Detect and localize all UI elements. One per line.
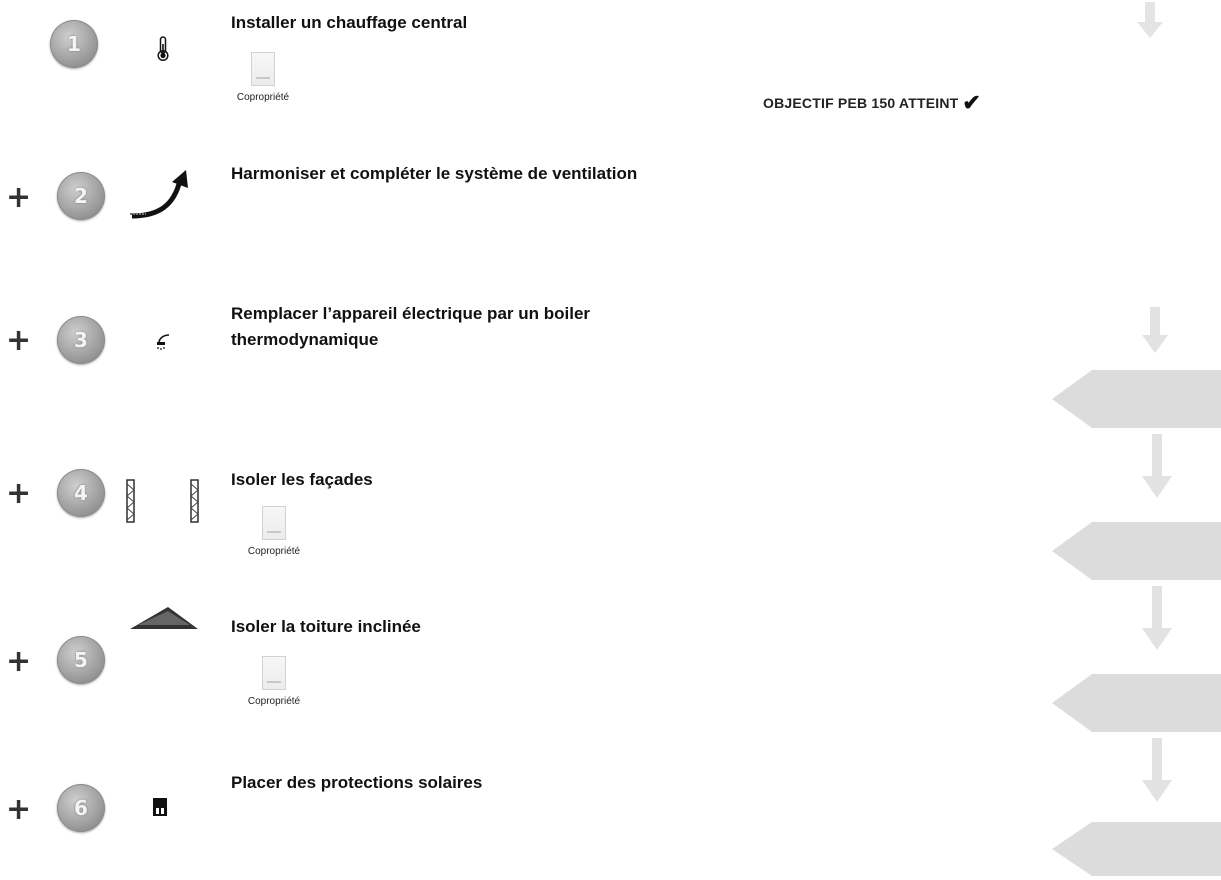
step-1-badge: 1 bbox=[50, 20, 98, 68]
step-1-number: 1 bbox=[67, 32, 81, 56]
step-6-title: Placer des protections solaires bbox=[231, 773, 483, 792]
ventilation-icon bbox=[130, 170, 188, 219]
step-3-title-line-1: Remplacer l’appareil électrique par un b… bbox=[231, 304, 591, 323]
step-5-number: 5 bbox=[74, 648, 88, 672]
faded-down-arrow-icon bbox=[1137, 2, 1163, 38]
step-4-ownership: Copropriété bbox=[229, 506, 319, 557]
faded-down-arrow-icon bbox=[1142, 586, 1172, 650]
step-1-ownership: Copropriété bbox=[218, 52, 308, 103]
document-icon bbox=[262, 506, 286, 540]
step-2-title: Harmoniser et compléter le système de ve… bbox=[231, 164, 638, 183]
step-3-badge: 3 bbox=[57, 316, 105, 364]
objective-text: OBJECTIF PEB 150 ATTEINT bbox=[763, 95, 959, 111]
shower-icon bbox=[157, 334, 170, 350]
faded-rating-arrow-icon bbox=[1052, 822, 1221, 876]
step-4-ownership-label: Copropriété bbox=[247, 546, 301, 557]
step-2-badge: 2 bbox=[57, 172, 105, 220]
faded-rating-arrow-icon bbox=[1052, 370, 1221, 428]
step-5-badge: 5 bbox=[57, 636, 105, 684]
step-3-number: 3 bbox=[74, 328, 88, 352]
wall-insulation-icon bbox=[126, 479, 199, 523]
step-2-plus: + bbox=[6, 180, 32, 215]
step-6-number: 6 bbox=[74, 796, 88, 820]
faded-rating-arrow-icon bbox=[1052, 522, 1221, 580]
step-1-ownership-label: Copropriété bbox=[236, 92, 290, 103]
thermometer-icon bbox=[157, 36, 169, 62]
step-3-plus: + bbox=[6, 323, 32, 358]
step-5-ownership-label: Copropriété bbox=[247, 696, 301, 707]
document-icon bbox=[251, 52, 275, 86]
step-5-plus: + bbox=[6, 644, 32, 679]
step-4-plus: + bbox=[6, 476, 32, 511]
step-1-title: Installer un chauffage central bbox=[231, 13, 468, 32]
window-shade-icon bbox=[153, 798, 167, 816]
faded-down-arrow-icon bbox=[1142, 434, 1172, 498]
faded-down-arrow-icon bbox=[1142, 307, 1168, 353]
checkmark-icon: ✔ bbox=[962, 90, 982, 115]
step-6-plus: + bbox=[6, 792, 32, 827]
step-6-badge: 6 bbox=[57, 784, 105, 832]
step-4-badge: 4 bbox=[57, 469, 105, 517]
step-3-title-line-2: thermodynamique bbox=[231, 330, 379, 349]
faded-rating-arrow-icon bbox=[1052, 674, 1221, 732]
step-4-number: 4 bbox=[74, 481, 88, 505]
faded-down-arrow-icon bbox=[1142, 738, 1172, 802]
step-5-ownership: Copropriété bbox=[229, 656, 319, 707]
step-3-title: Remplacer l’appareil électrique par un b… bbox=[231, 301, 590, 353]
roof-icon bbox=[130, 607, 198, 629]
step-2-number: 2 bbox=[74, 184, 88, 208]
document-icon bbox=[262, 656, 286, 690]
step-5-title: Isoler la toiture inclinée bbox=[231, 617, 421, 636]
objective-status: OBJECTIF PEB 150 ATTEINT✔ bbox=[763, 90, 981, 116]
step-4-title: Isoler les façades bbox=[231, 470, 373, 489]
